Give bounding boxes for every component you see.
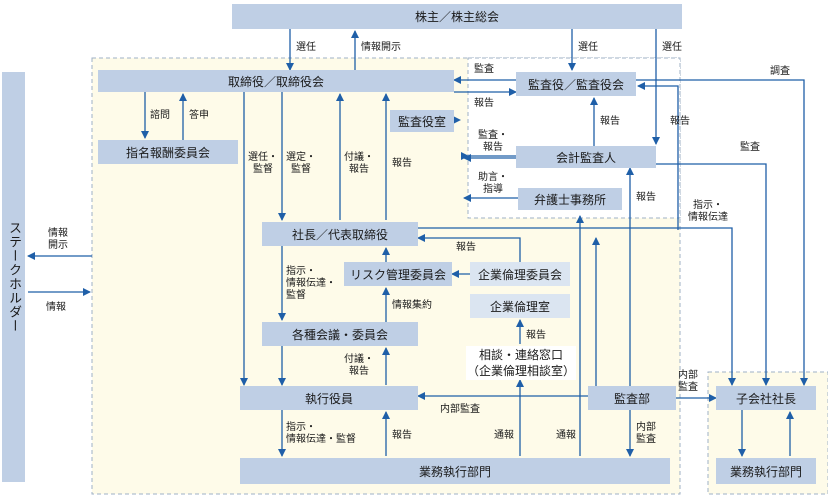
- ethics-committee-box: 企業倫理委員会: [470, 262, 570, 286]
- arrow-report-ethics-president: [417, 234, 521, 262]
- label-report1: 報告: [474, 98, 494, 109]
- label-internal-audit1-1: 内部: [678, 370, 698, 381]
- consultation-box: 相談・連絡窓口 （企業倫理相談室）: [466, 346, 576, 380]
- label-elect1: 選任: [296, 42, 316, 53]
- label-audit-report-1: 監査・: [478, 130, 508, 141]
- board-box: 取締役／取締役会: [98, 70, 454, 92]
- label-internal-audit1: 内部監査: [678, 370, 698, 394]
- label-report6: 報告: [456, 242, 476, 253]
- label-submit-report2-1: 付議・: [344, 354, 374, 365]
- label-audit-report: 監査・報告: [478, 130, 508, 154]
- officers-box: 執行役員: [240, 386, 418, 410]
- label-internal-audit3-1: 内部: [636, 422, 656, 433]
- consultation-line1: 相談・連絡窓口: [478, 348, 563, 362]
- label-info-left: 情報: [46, 302, 66, 313]
- operations-box: 業務執行部門: [240, 458, 670, 484]
- label-report7: 報告: [526, 330, 546, 341]
- arrow-report-president-auditors: [637, 82, 679, 230]
- consultation-line2: （企業倫理相談室）: [466, 364, 575, 378]
- label-report2: 報告: [600, 116, 620, 127]
- label-advice-1: 助言・: [478, 172, 508, 183]
- label-instruct-sup-1: 指示・: [286, 266, 316, 277]
- label-instruct-sup-3: 監督: [286, 290, 306, 301]
- stakeholders-box: ステークホルダー: [2, 72, 25, 482]
- label-internal-audit2: 内部監査: [440, 404, 480, 415]
- label-internal-audit3: 内部監査: [636, 422, 656, 446]
- label-submit-report-1: 付議・: [344, 152, 374, 163]
- shareholders-box: 株主／株主総会: [232, 4, 682, 29]
- label-elect2: 選任: [578, 42, 598, 53]
- auditors-box: 監査役／監査役会: [516, 72, 636, 96]
- label-disclosure-left: 情報開示: [48, 228, 68, 252]
- label-report8: 報告: [392, 430, 412, 441]
- label-disclosure-left-1: 情報: [48, 228, 68, 239]
- audit-dept-box: 監査部: [588, 386, 676, 410]
- label-instruct-info-1: 指示・: [693, 200, 723, 211]
- label-report3: 報告: [670, 116, 690, 127]
- subsidiary-president-box: 子会社社長: [716, 386, 816, 410]
- accounting-auditor-box: 会計監査人: [516, 146, 656, 168]
- label-advice-2: 指導: [483, 184, 503, 195]
- label-consult: 諮問: [150, 110, 170, 121]
- nomination-committee-box: 指名報酬委員会: [98, 140, 238, 164]
- law-firm-box: 弁護士事務所: [518, 188, 622, 210]
- arrow-audit-subsidiary: [656, 163, 770, 386]
- label-instruct-info: 指示・情報伝達: [688, 200, 728, 224]
- label-elect-supervise-1: 選任・: [248, 152, 278, 163]
- label-disclosure-left-2: 開示: [48, 240, 68, 251]
- label-appoint-supervise: 選定・監督: [286, 152, 316, 176]
- label-advice: 助言・指導: [478, 172, 508, 196]
- label-instruct-sup-2: 情報伝達・: [286, 278, 336, 289]
- subsidiary-operations-box: 業務執行部門: [716, 458, 816, 484]
- president-box: 社長／代表取締役: [262, 222, 418, 246]
- label-audit-report-2: 報告: [483, 142, 503, 153]
- label-info-collect: 情報集約: [392, 300, 432, 311]
- label-instruct-sup-bottom: 指示・情報伝達・監督: [286, 422, 356, 446]
- label-appoint-supervise-1: 選定・: [286, 152, 316, 163]
- meetings-box: 各種会議・委員会: [262, 322, 418, 346]
- ethics-office-box: 企業倫理室: [470, 294, 570, 318]
- label-submit-report2-2: 報告: [349, 366, 369, 377]
- label-reply: 答申: [189, 110, 209, 121]
- label-submit-report2: 付議・報告: [344, 354, 374, 378]
- label-instruct-sup: 指示・情報伝達・監督: [286, 266, 336, 302]
- label-internal-audit3-2: 監査: [636, 434, 656, 445]
- label-instruct-info-2: 情報伝達: [688, 212, 728, 223]
- label-elect-supervise-2: 監督: [253, 164, 273, 175]
- audit-office-box: 監査役室: [390, 110, 454, 132]
- label-instruct-sup-bottom-1: 指示・: [286, 422, 316, 433]
- label-audit2: 監査: [740, 142, 760, 153]
- arrow-investigate-subsidiary: [636, 79, 808, 386]
- label-investigate: 調査: [770, 66, 790, 77]
- label-submit-report-2: 報告: [349, 164, 369, 175]
- label-disclosure1: 情報開示: [361, 42, 401, 53]
- label-audit1: 監査: [474, 64, 494, 75]
- label-report5: 報告: [636, 192, 656, 203]
- label-elect3: 選任: [662, 42, 682, 53]
- label-report4: 報告: [392, 158, 412, 169]
- label-instruct-sup-bottom-2: 情報伝達・監督: [286, 434, 356, 445]
- label-appoint-supervise-2: 監督: [291, 164, 311, 175]
- label-notify2: 通報: [556, 430, 576, 441]
- label-submit-report: 付議・報告: [344, 152, 374, 176]
- label-internal-audit1-2: 監査: [678, 382, 698, 393]
- risk-committee-box: リスク管理委員会: [344, 262, 452, 286]
- arrow-instruct-subsidiary: [418, 227, 736, 386]
- label-notify1: 通報: [494, 430, 514, 441]
- label-elect-supervise: 選任・監督: [248, 152, 278, 176]
